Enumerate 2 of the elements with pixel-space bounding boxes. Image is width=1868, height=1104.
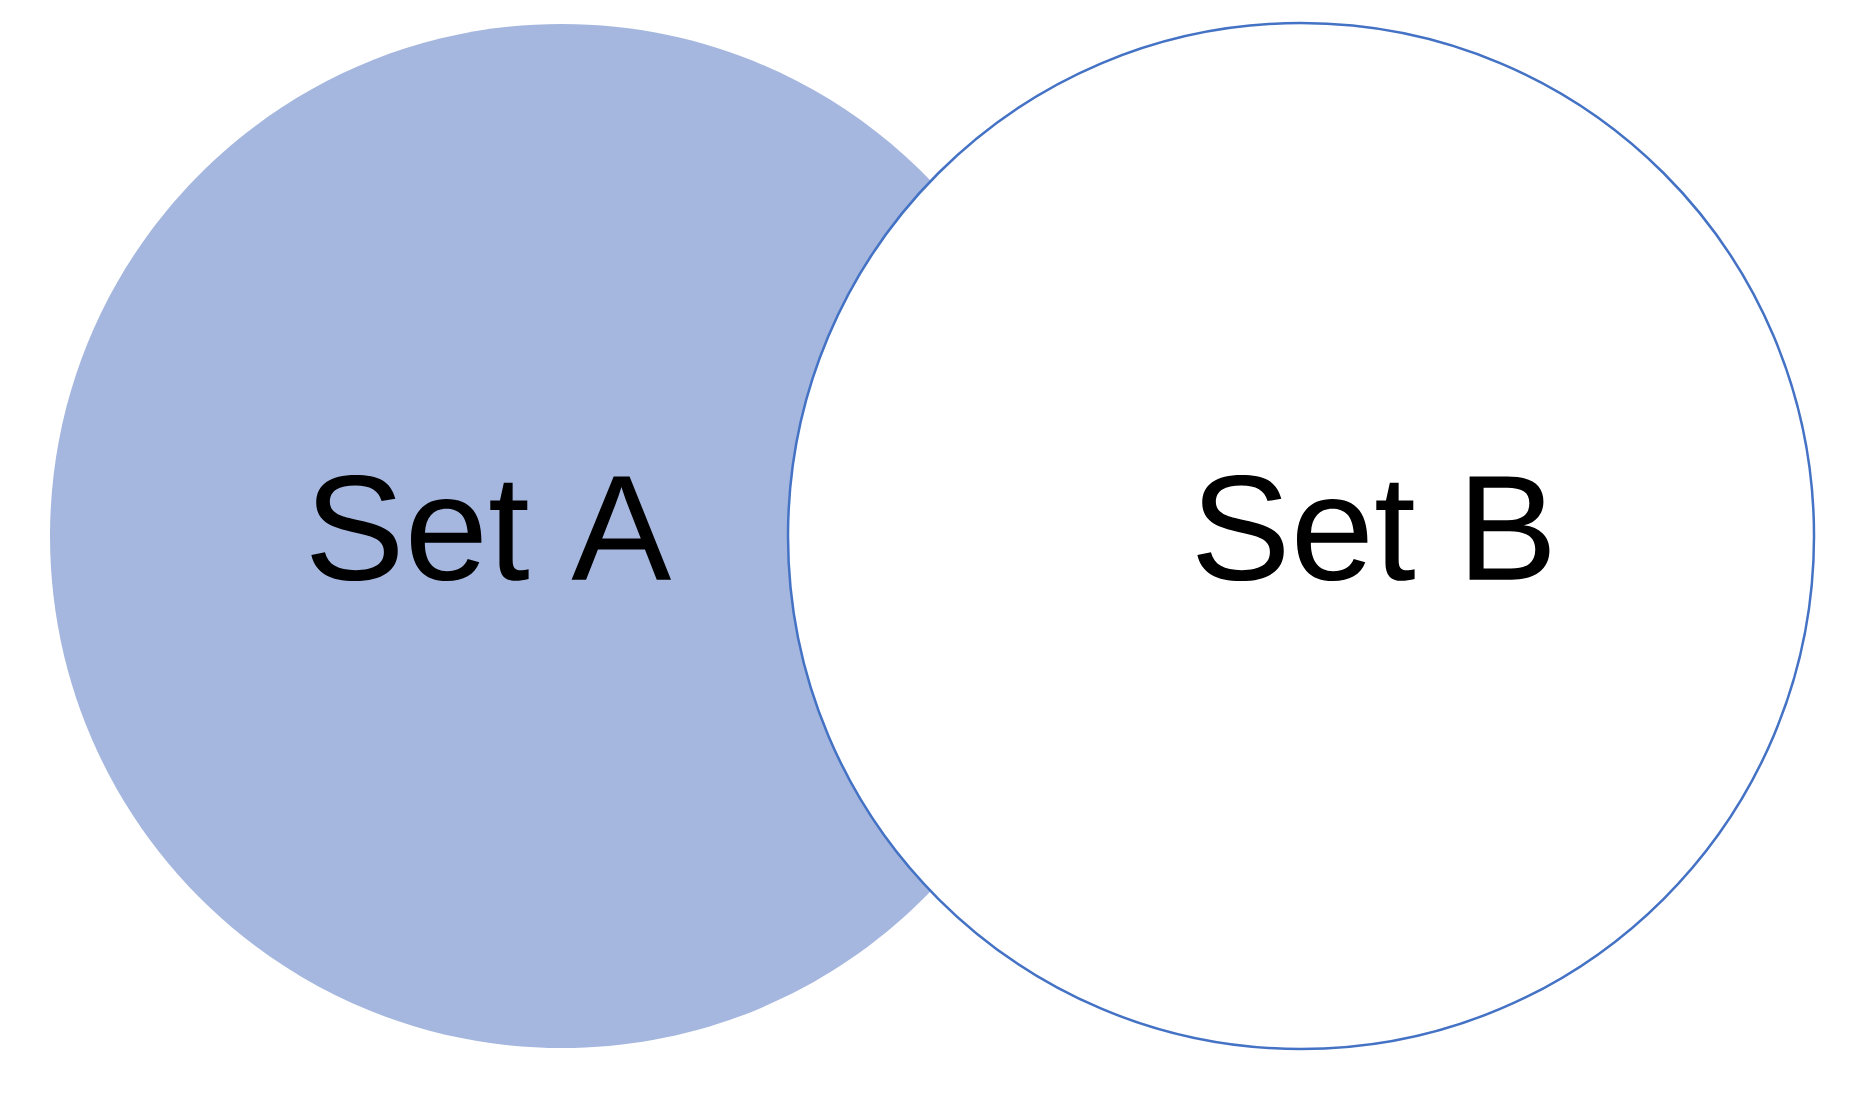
set-label: Set B bbox=[1197, 474, 1550, 582]
set-label: Set A bbox=[311, 474, 671, 582]
